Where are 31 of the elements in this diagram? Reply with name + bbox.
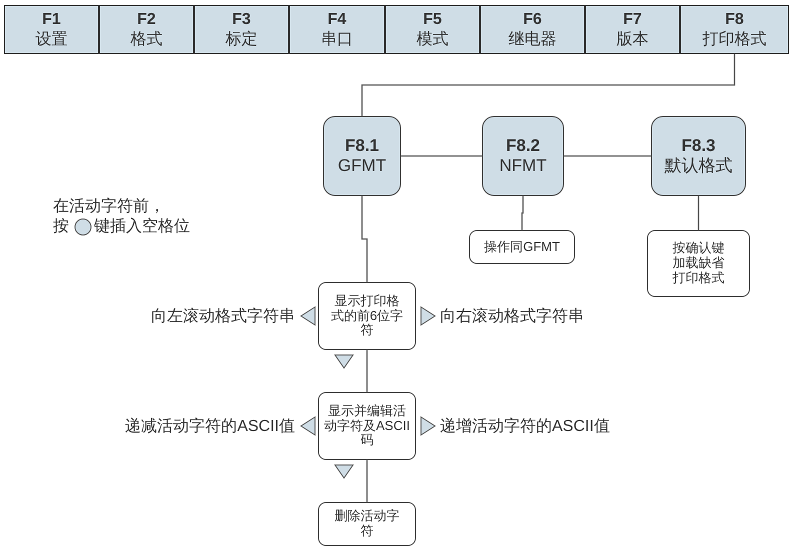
note-text: 在活动字符前，: [53, 196, 165, 217]
submenu-box: F8.1 GFMT: [323, 116, 401, 196]
connector-line: [521, 196, 524, 230]
connector-line: [564, 155, 651, 157]
submenu-box: F8.2 NFMT: [482, 116, 564, 196]
menu-tab: F1 设置: [4, 5, 99, 54]
note-text: 键插入空格位: [94, 216, 190, 237]
process-box: 删除活动字符: [318, 502, 416, 546]
note-box: 按确认键加载缺省打印格式: [647, 230, 750, 297]
menu-tab: F8 打印格式: [680, 5, 789, 54]
key-action-text: 递增活动字符的ASCII值: [440, 416, 610, 437]
menu-tab: F6 继电器: [480, 5, 585, 54]
note-text: 按: [53, 217, 69, 237]
menu-tab: F5 模式: [385, 5, 480, 54]
note-box: 操作同GFMT: [469, 230, 575, 264]
menu-tab: F4 串口: [289, 5, 385, 54]
submenu-box: F8.3 默认格式: [651, 116, 746, 196]
key-action-text: 向右滚动格式字符串: [440, 306, 584, 327]
menu-tab: F7 版本: [585, 5, 680, 54]
process-box: 显示打印格式的前6位字符: [318, 282, 416, 350]
key-action-text: 向左滚动格式字符串: [151, 306, 295, 327]
connector-line: [698, 196, 700, 230]
key-action-text: 递减活动字符的ASCII值: [125, 416, 295, 437]
menu-tab: F2 格式: [99, 5, 194, 54]
menu-tab: F3 标定: [194, 5, 289, 54]
connector-line: [366, 350, 368, 392]
connector-line: [361, 196, 368, 282]
connector-line: [366, 460, 368, 502]
connector-line: [361, 54, 736, 116]
connector-line: [401, 155, 482, 157]
process-box: 显示并编辑活动字符及ASCII码: [318, 392, 416, 460]
